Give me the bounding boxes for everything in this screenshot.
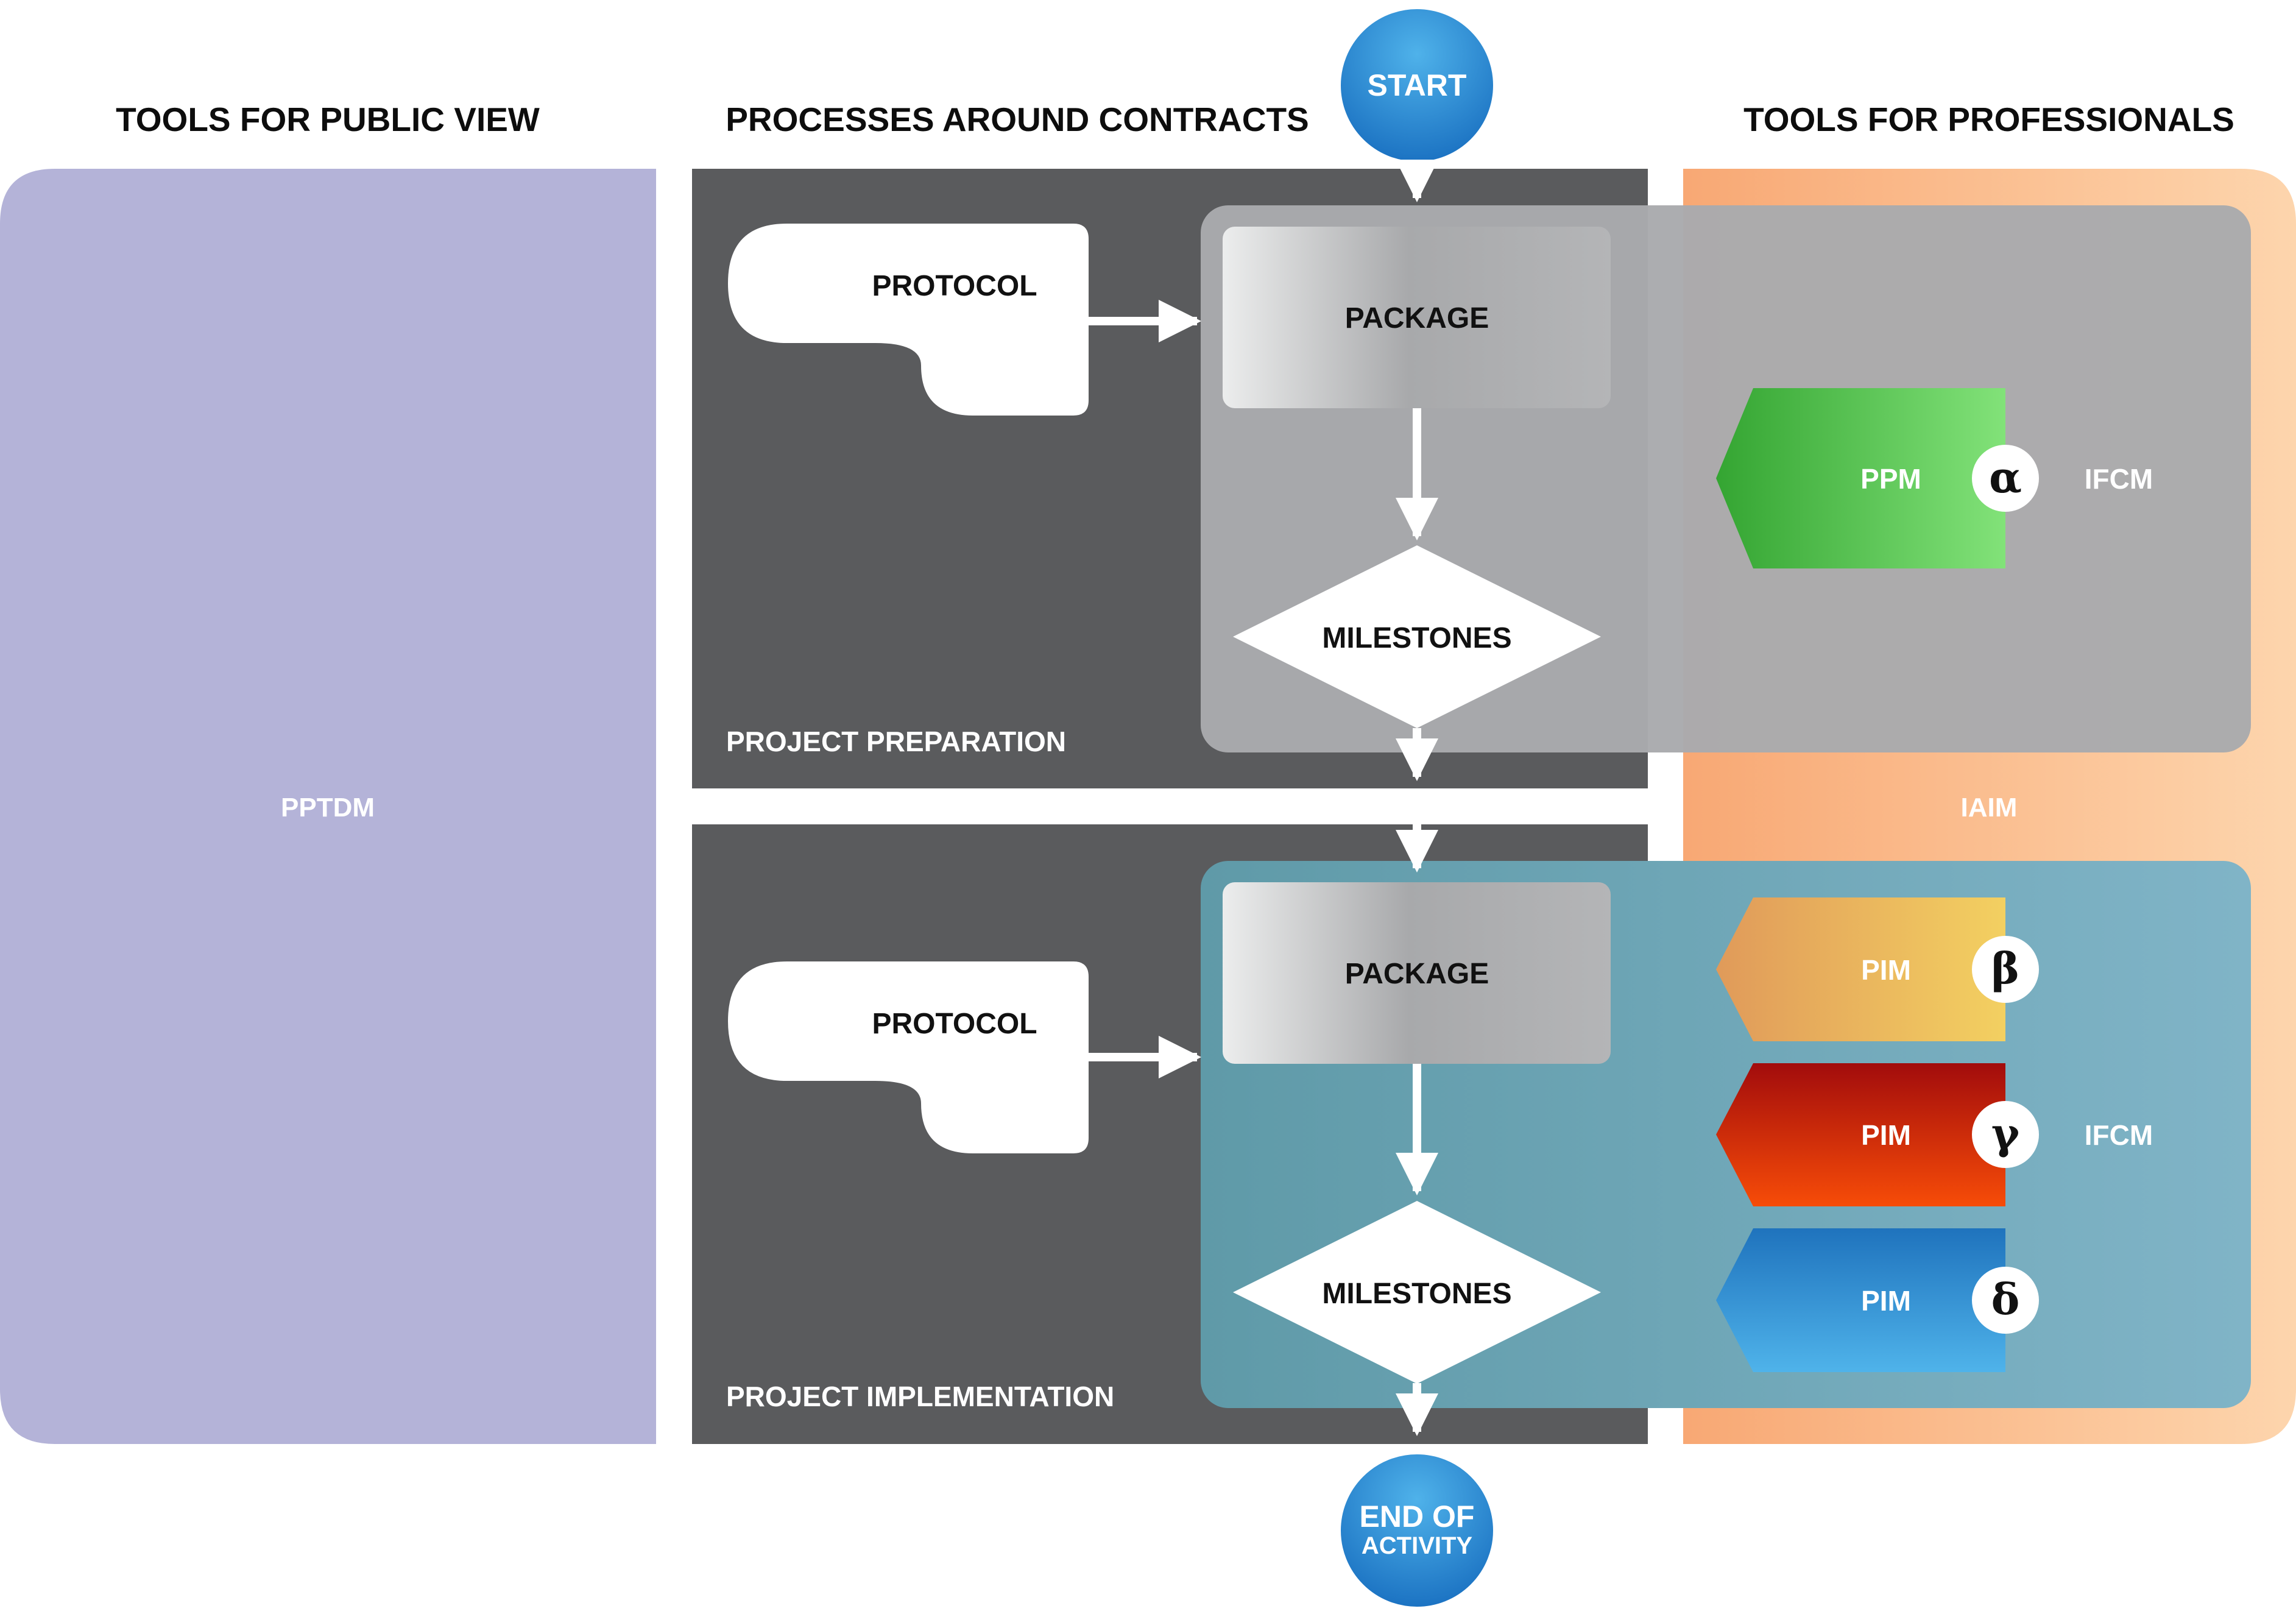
flow-arrows xyxy=(1089,160,1438,1436)
pim-label-delta: PIM xyxy=(1861,1285,1911,1317)
ifcm-label-preparation: IFCM xyxy=(2085,463,2153,495)
end-label-line1: END OF xyxy=(1360,1499,1475,1534)
ppm-label: PPM xyxy=(1860,463,1921,495)
alpha-symbol: α xyxy=(1989,452,2022,503)
package-box-implementation xyxy=(1223,882,1611,1064)
milestones-label-implementation: MILESTONES xyxy=(1322,1278,1511,1310)
end-circle xyxy=(1337,1451,1497,1610)
protocol-label-preparation: PROTOCOL xyxy=(872,270,1037,302)
header-public-view: TOOLS FOR PUBLIC VIEW xyxy=(116,101,540,138)
ifcm-label-implementation: IFCM xyxy=(2085,1119,2153,1151)
package-label-preparation: PACKAGE xyxy=(1345,302,1489,334)
ppm-tag xyxy=(1716,388,2005,568)
pim-tag-gamma xyxy=(1716,1063,2005,1206)
protocol-shape-preparation xyxy=(728,224,1089,416)
pim-label-gamma: PIM xyxy=(1861,1119,1911,1151)
section-label-preparation: PROJECT PREPARATION xyxy=(726,726,1066,757)
alpha-circle xyxy=(1972,445,2039,512)
end-label-line2: ACTIVITY xyxy=(1362,1532,1473,1559)
delta-symbol: δ xyxy=(1991,1274,2020,1325)
package-label-implementation: PACKAGE xyxy=(1345,958,1489,990)
milestones-diamond-implementation xyxy=(1233,1201,1601,1384)
gamma-circle xyxy=(1972,1101,2039,1168)
iaim-label: IAIM xyxy=(1961,793,2018,823)
pptdm-label: PPTDM xyxy=(281,793,375,823)
protocol-shape-implementation xyxy=(728,961,1089,1153)
pim-tag-delta xyxy=(1716,1228,2005,1372)
milestones-diamond-preparation xyxy=(1233,545,1601,728)
pim-label-beta: PIM xyxy=(1861,954,1911,986)
gamma-symbol: γ xyxy=(1991,1108,2020,1159)
header-processes: PROCESSES AROUND CONTRACTS xyxy=(726,101,1309,138)
package-box-preparation xyxy=(1223,227,1611,408)
section-label-implementation: PROJECT IMPLEMENTATION xyxy=(726,1381,1114,1412)
start-label: START xyxy=(1368,68,1467,102)
delta-circle xyxy=(1972,1267,2039,1334)
public-view-panel xyxy=(0,169,656,1444)
pim-tag-beta xyxy=(1716,897,2005,1041)
header-professionals: TOOLS FOR PROFESSIONALS xyxy=(1743,101,2234,138)
beta-symbol: β xyxy=(1991,943,2019,994)
protocol-label-implementation: PROTOCOL xyxy=(872,1008,1037,1040)
milestones-label-preparation: MILESTONES xyxy=(1322,622,1511,654)
beta-circle xyxy=(1972,936,2039,1003)
